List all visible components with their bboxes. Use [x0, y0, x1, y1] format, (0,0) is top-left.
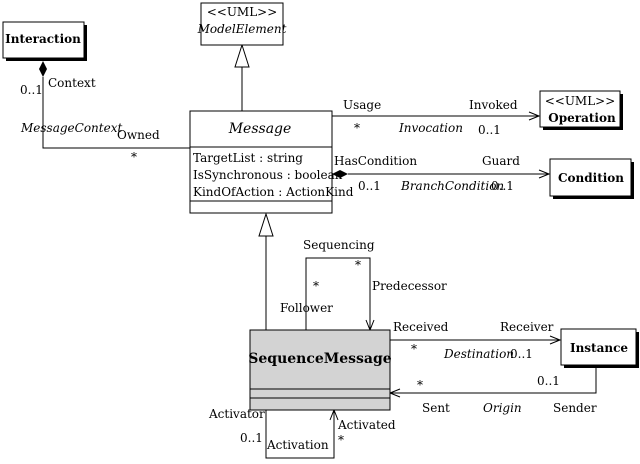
label-branch-condition-name: BranchCondition [400, 179, 504, 193]
label-has-condition-role: HasCondition [334, 154, 417, 168]
label-sent-role: Sent [422, 401, 450, 415]
association-invocation [332, 111, 541, 121]
label-received-mult: * [411, 342, 417, 356]
label-received-role: Received [393, 320, 449, 334]
class-message[interactable]: Message TargetList : string IsSynchronou… [189, 110, 354, 214]
class-message-name: Message [228, 121, 292, 137]
label-guard-mult: 0..1 [491, 179, 514, 193]
label-activation-name: Activation [266, 438, 329, 452]
class-condition[interactable]: Condition [549, 158, 634, 199]
class-operation-stereotype: <<UML>> [545, 94, 616, 108]
association-message-context [39, 61, 190, 149]
generalization-message-modelelement [234, 43, 250, 111]
label-invoked-role: Invoked [469, 98, 518, 112]
label-usage-mult: * [354, 121, 360, 135]
class-interaction[interactable]: Interaction [2, 21, 87, 61]
label-message-context-name: MessageContext [20, 121, 122, 135]
class-sequence-message-name: SequenceMessage [248, 351, 392, 367]
label-receiver-role: Receiver [500, 320, 554, 334]
label-sequencing-name: Sequencing [303, 238, 375, 252]
label-owned-mult: * [131, 150, 137, 164]
association-branch-condition [332, 169, 551, 179]
class-condition-name: Condition [558, 171, 624, 185]
label-activator-role: Activator [208, 407, 265, 421]
label-follower-role: Follower [280, 301, 333, 315]
label-has-condition-mult: 0..1 [358, 179, 381, 193]
class-operation-name: Operation [548, 111, 616, 125]
label-origin-name: Origin [483, 401, 522, 415]
label-sender-role: Sender [553, 401, 597, 415]
label-guard-role: Guard [482, 154, 520, 168]
association-sequencing [305, 257, 375, 332]
label-context-role: Context [48, 76, 96, 90]
label-activated-mult: * [338, 433, 344, 447]
class-interaction-name: Interaction [5, 32, 81, 46]
class-model-element[interactable]: <<UML>> ModelElement [197, 2, 287, 46]
label-sent-mult: * [417, 378, 423, 392]
message-attribute: IsSynchronous : boolean [193, 168, 343, 182]
label-predecessor-mult: * [355, 258, 361, 272]
class-sequence-message[interactable]: SequenceMessage [248, 329, 392, 411]
label-invoked-mult: 0..1 [478, 123, 501, 137]
label-context-mult: 0..1 [20, 83, 43, 97]
label-predecessor-role: Predecessor [372, 279, 447, 293]
association-destination [390, 335, 562, 345]
class-instance[interactable]: Instance [560, 328, 639, 368]
label-usage-role: Usage [343, 98, 381, 112]
message-attribute: KindOfAction : ActionKind [193, 185, 354, 199]
label-destination-name: Destination [443, 347, 514, 361]
label-follower-mult: * [313, 279, 319, 293]
message-attribute: TargetList : string [193, 151, 303, 165]
class-model-element-name: ModelElement [197, 22, 287, 36]
label-activated-role: Activated [337, 418, 396, 432]
label-owned-role: Owned [117, 128, 160, 142]
label-invocation-name: Invocation [398, 121, 463, 135]
label-receiver-mult: 0..1 [510, 347, 533, 361]
label-activator-mult: 0..1 [240, 431, 263, 445]
class-operation[interactable]: <<UML>> Operation [539, 90, 623, 130]
generalization-sequencemessage-message [258, 212, 274, 330]
class-model-element-stereotype: <<UML>> [207, 5, 278, 19]
label-sender-mult: 0..1 [537, 374, 560, 388]
class-instance-name: Instance [570, 341, 628, 355]
